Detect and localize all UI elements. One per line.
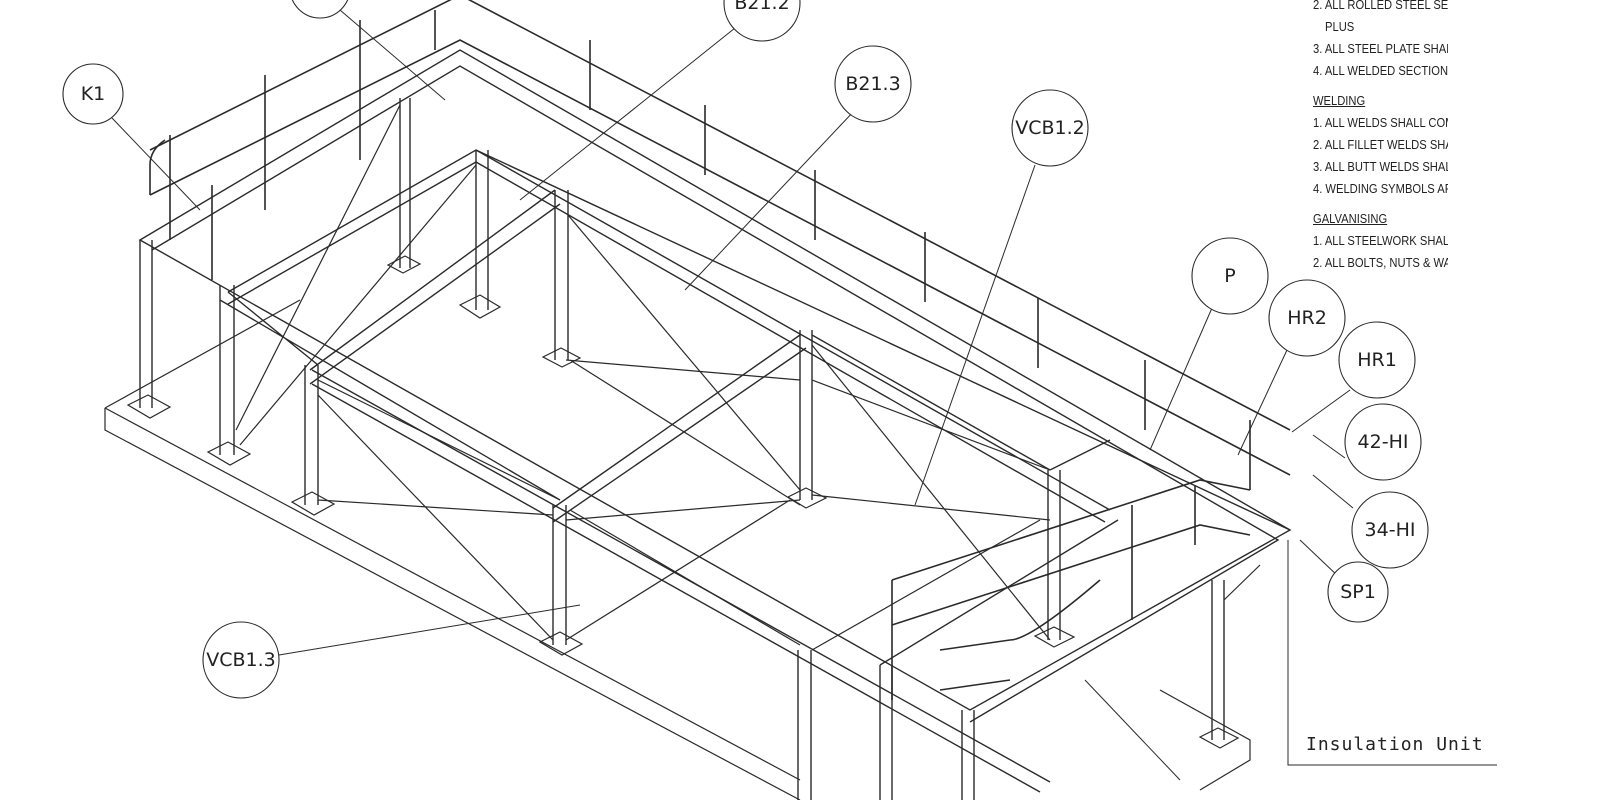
note-welding-1: 1. ALL WELDS SHALL COM xyxy=(1313,115,1449,130)
balloon-b21-2: B21.2 xyxy=(723,0,801,42)
note-welding-2: 2. ALL FILLET WELDS SHAL xyxy=(1313,137,1449,152)
balloon-k1: K1 xyxy=(62,63,124,125)
note-steel-3: 3. ALL STEEL PLATE SHALL xyxy=(1313,41,1449,56)
cross-bracing xyxy=(235,104,1261,651)
balloon-hr2: HR2 xyxy=(1268,279,1346,357)
svg-text:VCB1.3: VCB1.3 xyxy=(206,649,276,671)
svg-text:P: P xyxy=(1224,265,1235,287)
svg-text:34-HI: 34-HI xyxy=(1365,519,1416,541)
svg-text:VCB1.2: VCB1.2 xyxy=(1015,117,1085,139)
svg-text:B21.2: B21.2 xyxy=(734,0,789,14)
note-welding-3: 3. ALL BUTT WELDS SHALL xyxy=(1313,159,1449,174)
insulation-unit-leader xyxy=(1287,540,1497,766)
insulation-unit-label: Insulation Unit xyxy=(1306,734,1484,755)
balloon-partial xyxy=(291,0,349,19)
balloon-42-hi: 42-HI xyxy=(1344,403,1422,481)
svg-text:42-HI: 42-HI xyxy=(1358,431,1409,453)
balloon-sp1: SP1 xyxy=(1327,561,1389,623)
balloon-vcb1-2: VCB1.2 xyxy=(1011,89,1089,167)
note-steel-2-cont: PLUS xyxy=(1325,19,1355,34)
note-galvanising-2: 2. ALL BOLTS, NUTS & WAS xyxy=(1313,255,1449,270)
note-welding-4: 4. WELDING SYMBOLS ARE xyxy=(1313,181,1449,196)
balloon-34-hi: 34-HI xyxy=(1351,491,1429,569)
balloon-p: P xyxy=(1191,237,1269,315)
galvanising-heading: GALVANISING xyxy=(1313,211,1388,226)
note-galvanising-1: 1. ALL STEELWORK SHALL xyxy=(1313,233,1449,248)
handrails xyxy=(149,0,1291,700)
leader-lines xyxy=(111,9,1497,781)
svg-text:HR2: HR2 xyxy=(1287,307,1327,329)
columns xyxy=(139,98,1225,800)
note-steel-4: 4. ALL WELDED SECTION S xyxy=(1313,63,1449,78)
svg-text:SP1: SP1 xyxy=(1340,581,1376,603)
structure xyxy=(104,0,1292,800)
concrete-slab xyxy=(104,299,1251,800)
welding-heading: WELDING xyxy=(1313,93,1366,108)
svg-text:B21.3: B21.3 xyxy=(845,73,900,95)
beams xyxy=(138,49,1292,793)
balloon-vcb1-3: VCB1.3 xyxy=(202,621,280,699)
svg-text:HR1: HR1 xyxy=(1357,349,1397,371)
balloon-hr1: HR1 xyxy=(1338,321,1416,399)
balloon-b21-3: B21.3 xyxy=(834,45,912,123)
base-plates xyxy=(126,255,1240,749)
svg-text:K1: K1 xyxy=(81,83,106,105)
